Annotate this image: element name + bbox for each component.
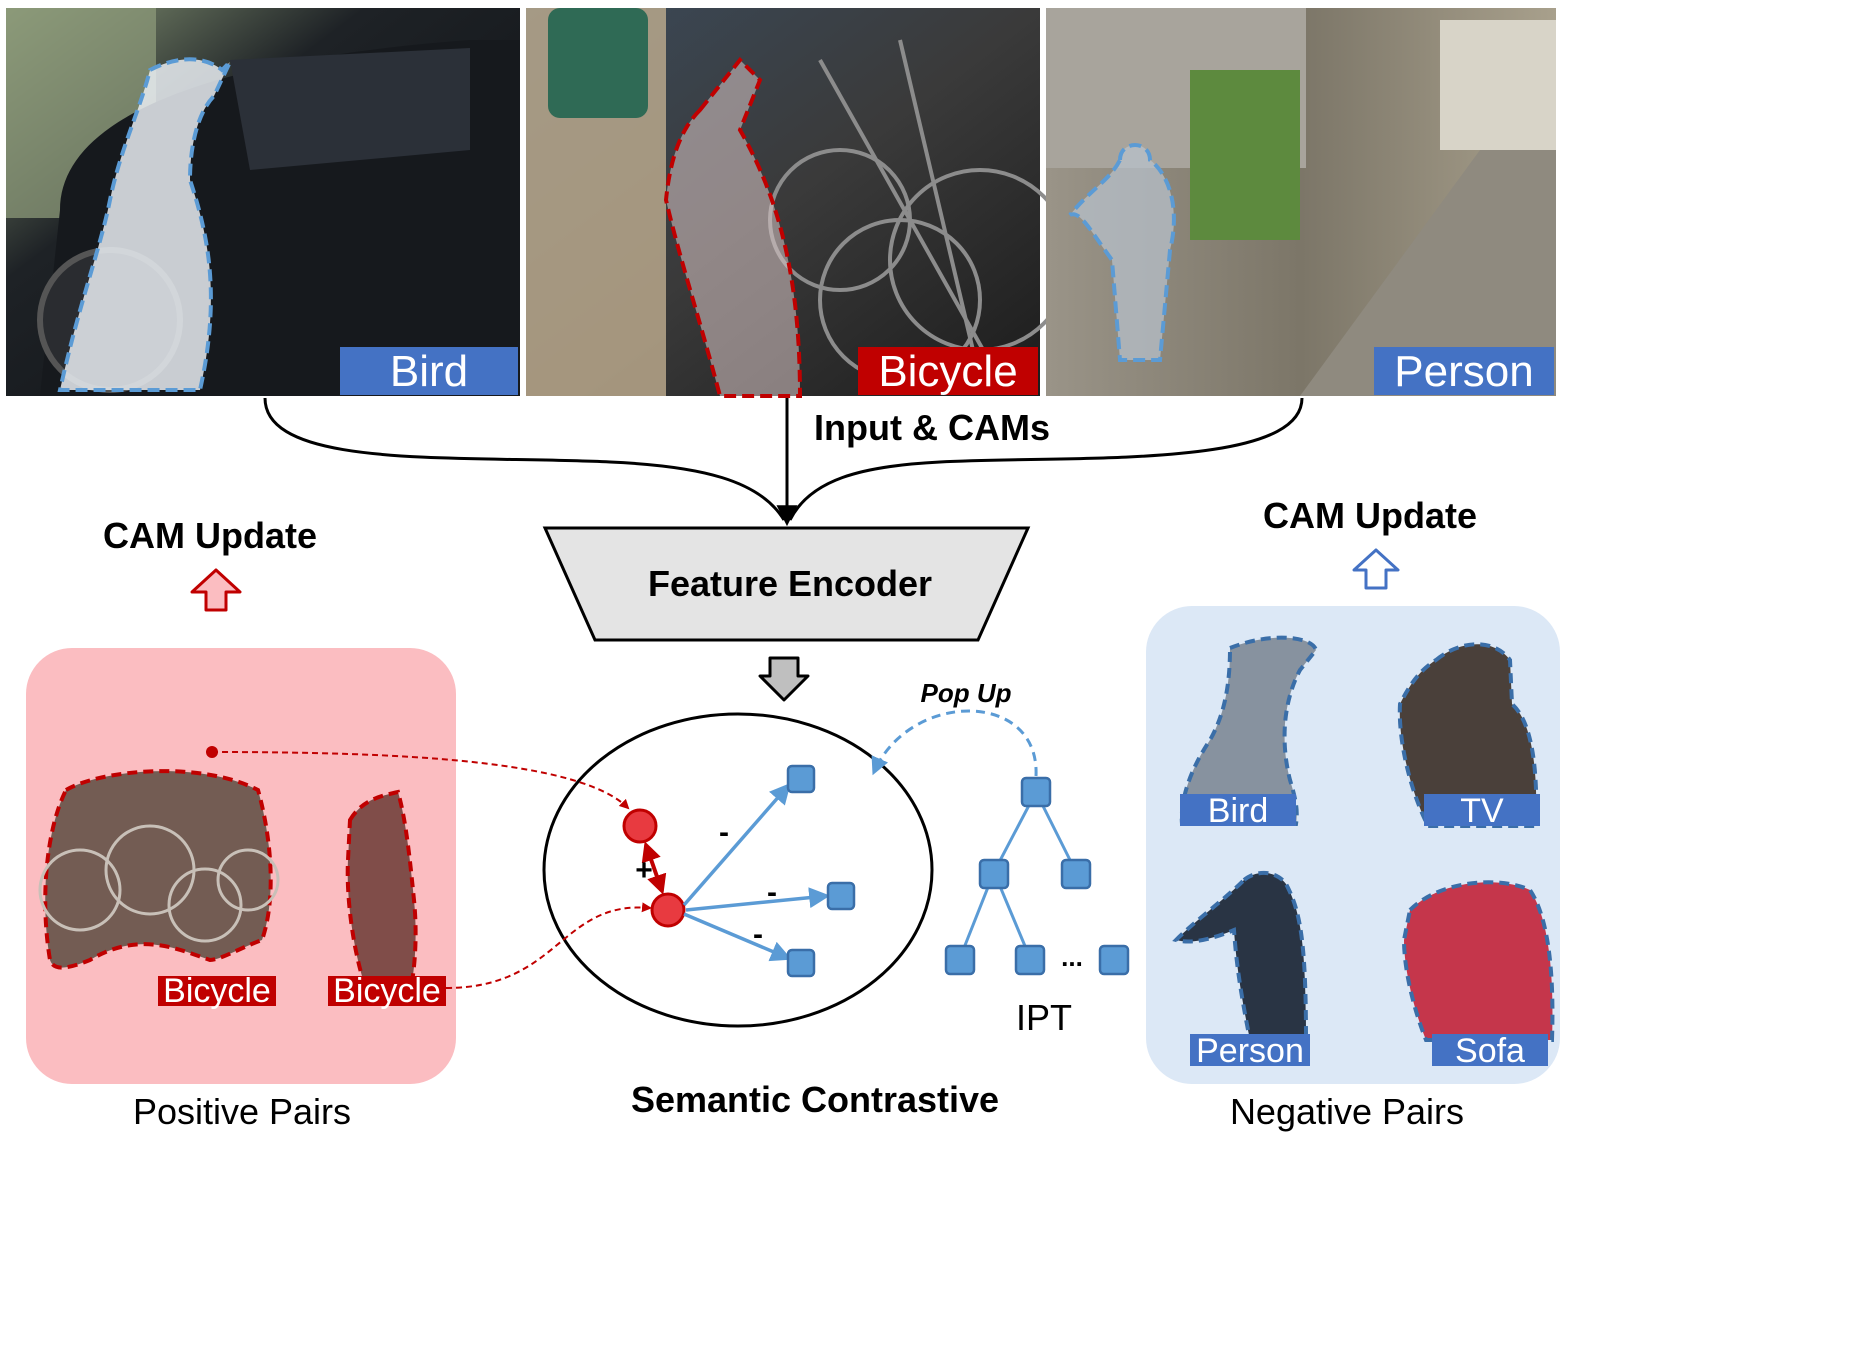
negative-label-bg-sofa <box>1432 1034 1548 1066</box>
positive-pull-arrow <box>641 841 667 895</box>
minus-sign-middle: - <box>767 876 777 909</box>
down-arrow-icon <box>758 656 810 702</box>
bicycle-cam-mask <box>663 57 803 398</box>
photo-person-label-bg <box>1374 347 1554 395</box>
negative-crop-person <box>1172 871 1309 1042</box>
negative-label-bg-person <box>1190 1034 1310 1066</box>
ipt-ellipsis: ... <box>1061 942 1083 972</box>
feature-encoder-block <box>542 526 1031 642</box>
negative-node-middle <box>826 881 856 911</box>
positive-link-top <box>211 751 630 810</box>
ipt-node-root <box>1020 776 1052 808</box>
negative-up-arrow-icon <box>1352 548 1400 590</box>
hedge <box>1190 70 1300 240</box>
negative-crop-bird <box>1179 635 1319 826</box>
ipt-node-leaf <box>1014 944 1046 976</box>
sky-area <box>1440 20 1556 150</box>
positive-label-2: Bicycle <box>333 972 441 1010</box>
plus-sign: + <box>635 854 653 887</box>
negative-label-sofa: Sofa <box>1455 1032 1525 1070</box>
bike-cluster-wheels <box>38 824 280 943</box>
ipt-node-left <box>978 858 1010 890</box>
positive-link-anchor <box>206 746 218 758</box>
car-window <box>230 48 470 170</box>
negative-pairs-panel: Bird TV Person Sofa <box>1146 606 1560 1084</box>
negative-crop-sofa <box>1401 880 1555 1042</box>
positive-label-bg-1 <box>158 976 276 1006</box>
ipt-node-leaf <box>1098 944 1130 976</box>
photo-bird: Bird <box>6 8 520 396</box>
photo-person-label: Person <box>1394 347 1533 396</box>
merge-curve-left <box>263 397 786 521</box>
negative-label-tv: TV <box>1460 792 1504 830</box>
minus-sign-top: - <box>719 816 729 849</box>
merge-curve-right <box>788 397 1304 521</box>
negative-label-person: Person <box>1196 1032 1304 1070</box>
photo-bicycle-label: Bicycle <box>878 347 1017 396</box>
photo-person: Person <box>1046 8 1556 396</box>
positive-up-arrow-icon <box>190 568 242 612</box>
positive-label-bg-2 <box>328 976 446 1006</box>
anchor-node-top <box>622 808 658 844</box>
road <box>1300 150 1556 396</box>
negative-node-top <box>786 764 816 794</box>
person-cam-mask <box>1068 143 1176 362</box>
negative-push-arrow-top <box>682 782 791 907</box>
ipt-label: IPT <box>1016 997 1072 1038</box>
input-cams-label: Input & CAMs <box>814 407 1050 448</box>
photo-bicycle: Bicycle <box>526 8 1072 398</box>
photo-bird-label: Bird <box>390 347 468 396</box>
negative-crop-tv <box>1397 642 1539 828</box>
negative-label-bg-tv <box>1424 794 1540 826</box>
positive-cam-update-label: CAM Update <box>103 515 317 556</box>
pop-up-label: Pop Up <box>921 678 1012 708</box>
minus-sign-bottom: - <box>753 918 763 951</box>
positive-pairs-title: Positive Pairs <box>133 1091 351 1132</box>
feature-encoder-label: Feature Encoder <box>648 563 932 604</box>
positive-link-bottom <box>445 902 652 989</box>
pop-up-arrow <box>871 709 1038 777</box>
anchor-node-bottom <box>650 892 686 928</box>
contrastive-space-ellipse <box>542 712 934 1028</box>
backpack <box>548 8 648 118</box>
ipt-node-right <box>1060 858 1092 890</box>
photo-bird-label-bg <box>340 347 518 395</box>
negative-label-bg-bird <box>1180 794 1296 826</box>
ipt-tree: ... <box>944 776 1130 976</box>
negative-node-bottom <box>786 948 816 978</box>
ipt-node-leaf <box>944 944 976 976</box>
positive-label-1: Bicycle <box>163 972 271 1010</box>
positive-crop-bikes <box>43 769 273 970</box>
photo-bicycle-label-bg <box>858 347 1038 395</box>
semantic-contrastive-label: Semantic Contrastive <box>631 1079 999 1120</box>
negative-pairs-title: Negative Pairs <box>1230 1091 1464 1132</box>
negative-cam-update-label: CAM Update <box>1263 495 1477 536</box>
negative-push-arrow-middle <box>685 887 831 912</box>
negative-label-bird: Bird <box>1208 792 1268 830</box>
positive-crop-single-bike <box>345 789 418 1002</box>
bird-cam-mask <box>57 57 232 392</box>
positive-pairs-panel: Bicycle Bicycle <box>26 648 456 1084</box>
negative-push-arrow-bottom <box>683 912 792 962</box>
